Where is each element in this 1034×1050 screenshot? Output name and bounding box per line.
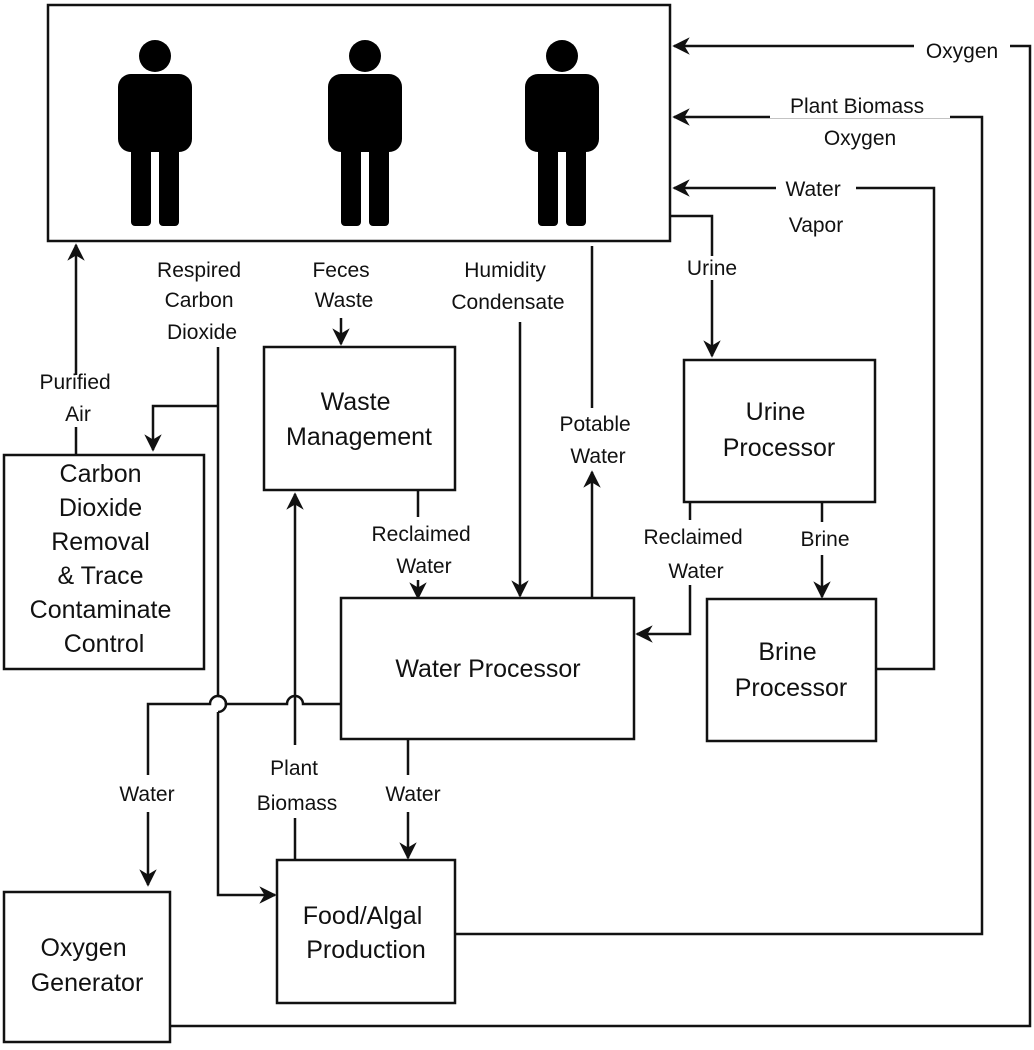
svg-text:Waste Management: Waste Management	[286, 388, 432, 451]
oxygen-generator-label-line: Generator	[31, 969, 144, 997]
reclaimed-water-waste-label-line: Reclaimed	[371, 523, 470, 546]
food-algal-label-line: Production	[306, 936, 426, 964]
plant-biomass-label-line: Plant	[270, 757, 318, 780]
feces-waste-label-line: Feces	[312, 259, 369, 282]
co2-removal-label-line: Removal	[51, 528, 150, 556]
oxygen-flow-label: Oxygen	[926, 40, 998, 63]
crew-member-icon	[328, 40, 402, 226]
water-processor-label: Water Processor	[395, 655, 580, 683]
svg-text:Feces Waste: Feces Waste	[312, 259, 375, 312]
water-processor-box	[339, 596, 636, 741]
co2-removal-label-line: Dioxide	[59, 494, 142, 522]
potable-water-label-line: Potable	[559, 413, 630, 436]
crew-member-icon	[525, 40, 599, 226]
crew-habitat	[46, 3, 672, 243]
food-algal-label-line: Food/Algal	[303, 902, 423, 930]
co2-removal-node: Carbon Dioxide Removal & Trace Contamina…	[2, 453, 206, 671]
food-algal-node: Food/Algal Production	[275, 858, 457, 1005]
svg-text:Urine Processor: Urine Processor	[723, 398, 836, 462]
waste-management-label-line: Management	[286, 423, 432, 451]
brine-flow-label: Brine	[800, 528, 849, 551]
brine-processor-label-line: Processor	[735, 674, 848, 702]
oxygen-generator-box	[2, 890, 172, 1044]
svg-text:Water Vapor: Water Vapor	[785, 178, 846, 237]
oxygen-generator-node: Oxygen Generator	[2, 890, 172, 1044]
feces-waste-label-line: Waste	[315, 289, 374, 312]
water-to-food-label: Water	[385, 783, 440, 806]
oxygen-flow-line	[170, 37, 1032, 1028]
co2-removal-label-line: & Trace	[57, 562, 143, 590]
reclaimed-water-urine-flow-arrow	[635, 585, 692, 643]
flow-labels: Oxygen Plant Biomass Oxygen Water Vapor …	[39, 38, 1010, 815]
svg-text:Water Processor: Water Processor	[395, 655, 580, 683]
svg-text:Respired Carbon Di: Respired Carbon Dioxide	[157, 259, 247, 344]
waste-management-label-line: Waste	[321, 388, 391, 416]
urine-flow-line	[669, 214, 721, 358]
purified-air-label-line: Purified	[39, 371, 110, 394]
respired-co2-label-line: Dioxide	[167, 321, 237, 344]
urine-processor-label-line: Urine	[746, 398, 806, 426]
svg-text:Brine Processor: Brine Processor	[735, 638, 848, 702]
water-vapor-label-line: Water	[785, 178, 840, 201]
water-vapor-label-line: Vapor	[789, 214, 843, 237]
urine-processor-node: Urine Processor	[682, 358, 877, 504]
co2-removal-box	[2, 453, 206, 671]
svg-text:Reclaimed Water: Reclaimed Water	[371, 523, 476, 578]
humidity-condensate-label-line: Humidity	[464, 259, 546, 282]
respired-co2-label-line: Respired	[157, 259, 241, 282]
brine-processor-node: Brine Processor	[705, 597, 878, 743]
plant-biomass-oxygen-label-line: Oxygen	[824, 127, 896, 150]
svg-text:Purified Air: Purified Air	[39, 371, 116, 426]
reclaimed-water-urine-label-line: Reclaimed	[643, 526, 742, 549]
svg-text:Plant Biomass Oxygen: Plant Biomass Oxygen	[790, 95, 930, 150]
urine-processor-label-line: Processor	[723, 434, 836, 462]
food-algal-box	[275, 858, 457, 1005]
plant-biomass-label-line: Biomass	[257, 792, 338, 815]
waste-management-node: Waste Management	[262, 345, 457, 492]
svg-text:Food/Algal Production: Food/Algal Production	[303, 902, 429, 964]
urine-flow-label: Urine	[687, 257, 737, 280]
water-to-oxygen-label: Water	[119, 783, 174, 806]
oxygen-generator-label-line: Oxygen	[40, 934, 126, 962]
water-processor-node: Water Processor	[339, 596, 636, 741]
svg-text:Carbon Dioxide Rem: Carbon Dioxide Removal & Trace Contamina…	[30, 460, 179, 658]
potable-water-label-line: Water	[570, 445, 625, 468]
svg-text:Reclaimed Water: Reclaimed Water	[643, 526, 748, 583]
svg-text:Oxygen Generator: Oxygen Generator	[31, 934, 144, 997]
respired-co2-to-food	[216, 712, 277, 904]
respired-co2-label-line: Carbon	[165, 289, 234, 312]
water-to-oxygen-flow-line	[146, 694, 342, 775]
svg-text:Plant Biomass: Plant Biomass	[257, 757, 338, 815]
urine-processor-box	[682, 358, 877, 504]
respired-co2-to-co2-removal	[144, 404, 218, 452]
brine-processor-label-line: Brine	[758, 638, 816, 666]
co2-removal-label-line: Carbon	[60, 460, 142, 488]
humidity-condensate-label-line: Condensate	[451, 291, 564, 314]
plant-biomass-oxygen-label-line: Plant Biomass	[790, 95, 924, 118]
connectors	[67, 37, 1032, 1028]
svg-text:Humidity Condensate: Humidity Condensate	[451, 259, 564, 314]
crew-member-icon	[118, 40, 192, 226]
reclaimed-water-urine-label-line: Water	[668, 560, 723, 583]
reclaimed-water-waste-label-line: Water	[396, 555, 451, 578]
purified-air-label-line: Air	[65, 403, 91, 426]
svg-text:Potable Water: Potable Water	[559, 413, 636, 468]
co2-removal-label-line: Contaminate	[30, 596, 172, 624]
waste-management-box	[262, 345, 457, 492]
co2-removal-label-line: Control	[64, 630, 145, 658]
brine-processor-box	[705, 597, 878, 743]
